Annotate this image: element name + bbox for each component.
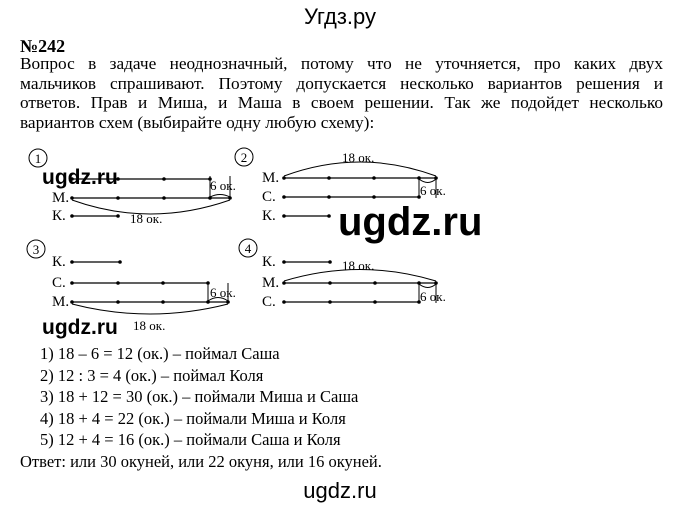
tick (327, 176, 331, 180)
paragraph-line: вариантов схем (выбирайте одну любую схе… (20, 112, 375, 132)
tick (161, 300, 165, 304)
tick (328, 260, 332, 264)
brace (207, 297, 229, 302)
paragraph-line: мальчиков спрашивают. Поэтому допускаетс… (20, 73, 663, 93)
solution-step: 5) 12 + 4 = 16 (ок.) – поймали Саша и Ко… (40, 430, 341, 449)
scheme-4: 4 К. 18 ок. М. 6 ок. С. (238, 238, 446, 310)
site-title: Угдз.ру (303, 4, 377, 29)
row-label: М. (52, 190, 69, 206)
brace (418, 178, 437, 183)
tick (206, 300, 210, 304)
paragraph-line: ответов. Прав и Миша, и Маша в своем реш… (20, 93, 663, 112)
tick (226, 300, 230, 304)
brace-label: 18 ок. (133, 318, 165, 333)
solution-step: 2) 12 : 3 = 4 (ок.) – поймал Коля (40, 365, 264, 385)
row-label: М. (262, 170, 279, 186)
task-number: №242 (20, 36, 66, 56)
tick (327, 214, 331, 218)
tick (417, 195, 421, 199)
tick (162, 196, 166, 200)
tick (116, 196, 120, 200)
row-label: М. (262, 275, 279, 291)
scheme-2: 2 18 ок. М. 6 ок. С. К. (234, 147, 446, 224)
scheme-1: 1 М. 6 ок. К. 18 ок. (28, 148, 236, 226)
tick (118, 260, 122, 264)
row-label: С. (52, 275, 66, 291)
paragraph-line: Вопрос в задаче неоднозначный, потому чт… (20, 54, 663, 73)
tick (161, 281, 165, 285)
row-label: К. (52, 208, 66, 224)
footer-watermark: ugdz.ru (303, 478, 377, 503)
tick (372, 176, 376, 180)
scheme-number: 1 (35, 151, 42, 166)
brace-label: 18 ок. (342, 150, 374, 165)
tick (328, 281, 332, 285)
solution-step: 3) 18 + 12 = 30 (ок.) – поймали Миша и С… (40, 387, 359, 406)
brace (418, 283, 437, 288)
scheme-number-circle (26, 239, 46, 259)
tick (70, 281, 74, 285)
row-label: С. (262, 189, 276, 205)
watermark: ugdz.ru (42, 166, 118, 189)
tick (116, 177, 120, 181)
row-label: К. (52, 254, 66, 270)
tick (116, 300, 120, 304)
tick (373, 300, 377, 304)
tick (372, 195, 376, 199)
tick (282, 195, 286, 199)
tick (373, 281, 377, 285)
brace (209, 194, 231, 198)
brace (71, 303, 229, 315)
tick (116, 214, 120, 218)
brace-label: 18 ок. (130, 211, 162, 226)
tick (70, 300, 74, 304)
scheme-number-circle (28, 148, 48, 168)
brace (283, 161, 437, 177)
watermark: ugdz.ru (42, 316, 118, 339)
scheme-3: 3 К. С. 6 ок. М. 18 ок. (26, 239, 236, 333)
scheme-number: 2 (241, 150, 248, 165)
task-paragraph: Вопрос в задаче неоднозначный, потому чт… (20, 54, 663, 132)
answer-text: Ответ: или 30 окуней, или 22 окуня, или … (20, 452, 382, 471)
tick (327, 195, 331, 199)
solutions-list: 1) 18 – 6 = 12 (ок.) – поймал Саша 2) 12… (40, 343, 358, 451)
row-label: С. (262, 294, 276, 310)
tick (282, 260, 286, 264)
scheme-number: 3 (33, 242, 40, 257)
solution-step: 4) 18 + 4 = 22 (ок.) – поймали Миша и Ко… (40, 408, 346, 428)
tick (162, 177, 166, 181)
tick (70, 177, 74, 181)
tick (116, 281, 120, 285)
solution-step: 1) 18 – 6 = 12 (ок.) – поймал Саша (40, 344, 280, 363)
row-label: К. (262, 208, 276, 224)
tick (417, 300, 421, 304)
scheme-number: 4 (245, 241, 252, 256)
tick (282, 300, 286, 304)
scheme-number-circle (234, 147, 254, 167)
tick (70, 196, 74, 200)
brace-label: 6 ок. (420, 183, 446, 198)
scheme-number-circle (238, 238, 258, 258)
brace (71, 199, 231, 215)
watermark: ugdz.ru (338, 200, 483, 244)
brace (283, 269, 437, 282)
brace-label: 18 ок. (342, 258, 374, 273)
row-label: К. (262, 254, 276, 270)
tick (70, 260, 74, 264)
tick (282, 214, 286, 218)
brace-label: 6 ок. (210, 285, 236, 300)
tick (282, 176, 286, 180)
tick (282, 281, 286, 285)
brace-label: 6 ок. (210, 178, 236, 193)
row-label: М. (52, 294, 69, 310)
brace-label: 6 ок. (420, 289, 446, 304)
tick (70, 214, 74, 218)
tick (328, 300, 332, 304)
